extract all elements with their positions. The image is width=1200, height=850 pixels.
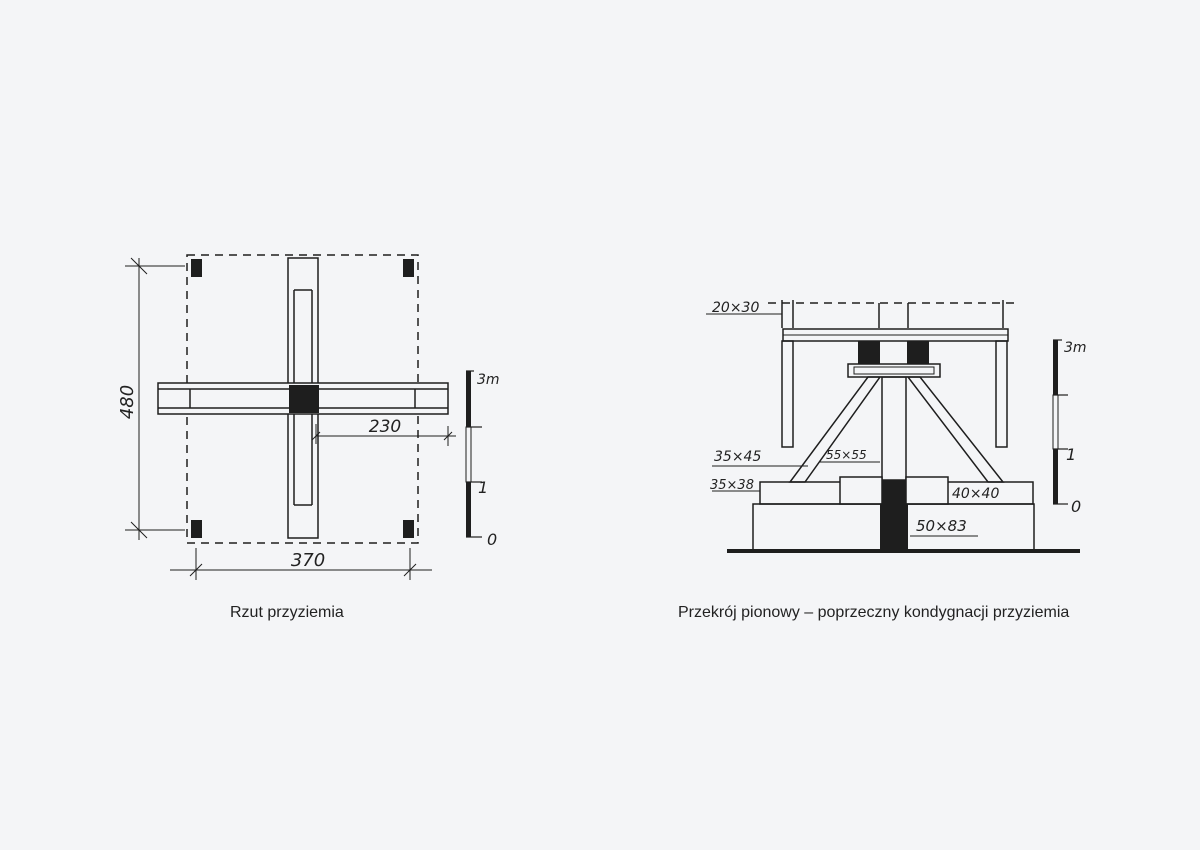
dimension-480 bbox=[125, 257, 185, 540]
bearing-block bbox=[858, 341, 880, 364]
section-scale-bar bbox=[1052, 339, 1068, 505]
section-scale-mid: 1 bbox=[1066, 445, 1076, 464]
strut-right bbox=[906, 376, 1005, 483]
ground-floor-plan bbox=[125, 254, 482, 580]
side-post bbox=[781, 340, 794, 448]
central-post bbox=[881, 376, 907, 481]
plan-scale-top: 3m bbox=[477, 372, 500, 388]
label-beam: 20×30 bbox=[712, 300, 759, 316]
section-scale-top: 3m bbox=[1064, 340, 1087, 356]
label-brace: 55×55 bbox=[826, 448, 867, 462]
corner-post bbox=[403, 259, 414, 277]
bearing-block bbox=[907, 341, 929, 364]
central-column bbox=[289, 385, 319, 413]
section-caption: Przekrój pionowy – poprzeczny kondygnacj… bbox=[678, 604, 1070, 621]
label-strut: 35×45 bbox=[714, 449, 761, 465]
plan-caption: Rzut przyziemia bbox=[230, 604, 344, 621]
footing-50x83 bbox=[880, 504, 908, 550]
dimension-370 bbox=[170, 548, 432, 580]
plan-scale-mid: 1 bbox=[478, 478, 488, 497]
block-40x40 bbox=[905, 476, 949, 505]
cross-section bbox=[706, 300, 1080, 553]
plan-scale-bottom: 0 bbox=[487, 530, 497, 549]
side-post bbox=[995, 340, 1008, 448]
label-block: 40×40 bbox=[952, 486, 999, 502]
corner-post bbox=[191, 259, 202, 277]
label-sill: 35×38 bbox=[710, 478, 754, 493]
label-footing: 50×83 bbox=[916, 517, 967, 535]
corner-post bbox=[191, 520, 202, 538]
cap-plate bbox=[847, 363, 941, 378]
section-scale-bottom: 0 bbox=[1071, 497, 1081, 516]
corner-post bbox=[403, 520, 414, 538]
block-40x40 bbox=[839, 476, 883, 505]
dimension-230 bbox=[311, 424, 456, 446]
label-230: 230 bbox=[369, 417, 401, 437]
label-370: 370 bbox=[291, 550, 325, 571]
plan-scale-bar bbox=[465, 370, 482, 538]
label-480: 480 bbox=[117, 385, 138, 419]
plan-outline bbox=[186, 254, 419, 544]
